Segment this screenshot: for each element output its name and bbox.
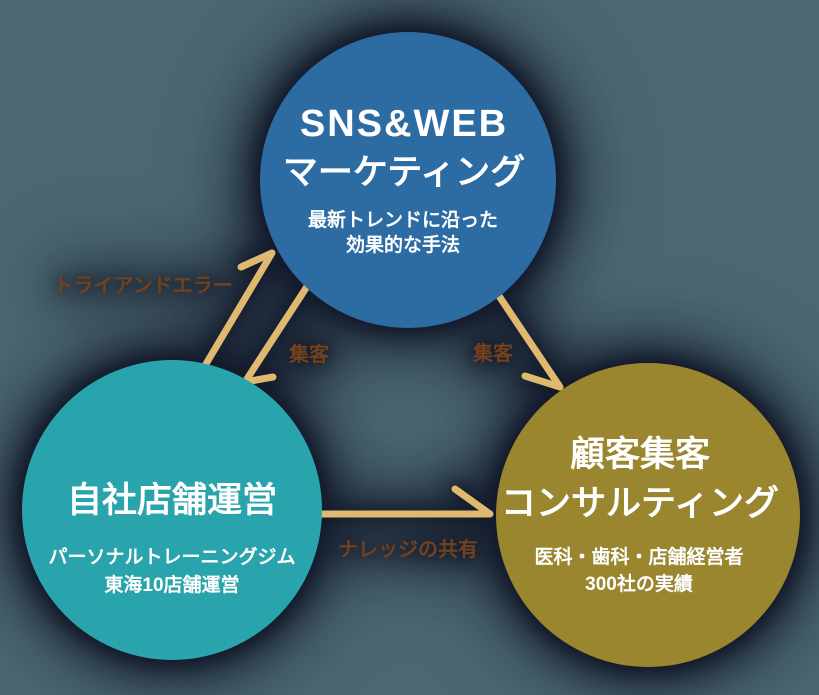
arrow-trial-and-error [196, 249, 276, 378]
consulting-circle [496, 363, 800, 667]
sns-title-line2: マーケティング [283, 153, 525, 192]
store-subtitle-line2: 東海10店舗運営 [104, 573, 239, 596]
consult-title-line1: 顧客集客 [570, 434, 710, 474]
trial-and-error-label: トライアンドエラー [53, 275, 232, 297]
consult-subtitle-line2: 300社の実績 [585, 572, 693, 595]
sns-subtitle-line1: 最新トレンドに沿った [308, 208, 498, 231]
sns-marketing-circle [260, 32, 556, 328]
arrow-attract-left [241, 281, 312, 386]
store-circle-text: 自社店舗運営 パーソナルトレーニングジム 東海10店舗運営 [48, 481, 295, 596]
arrows [196, 249, 564, 518]
knowledge-share-label: ナレッジの共有 [338, 537, 478, 561]
sns-subtitle-line2: 効果的な手法 [346, 233, 460, 256]
own-store-circle [22, 360, 322, 660]
sns-circle-text: SNS&WEB マーケティング 最新トレンドに沿った 効果的な手法 [283, 103, 525, 256]
sns-title-line1: SNS&WEB [300, 103, 508, 145]
store-title: 自社店舗運営 [67, 481, 277, 520]
arrow-knowledge-share [306, 485, 494, 518]
consult-title-line2: コンサルティング [501, 484, 779, 523]
attract-left-label: 集客 [288, 342, 330, 366]
store-subtitle-line1: パーソナルトレーニングジム [48, 545, 295, 568]
attract-right-label: 集客 [472, 341, 514, 365]
consult-subtitle-line1: 医科・歯科・店舗経営者 [534, 545, 743, 568]
arrow-attract-right [491, 286, 564, 391]
relationship-labels: トライアンドエラー 集客 集客 ナレッジの共有 [53, 275, 514, 561]
consult-circle-text: 顧客集客 コンサルティング 医科・歯科・店舗経営者 300社の実績 [501, 434, 779, 595]
